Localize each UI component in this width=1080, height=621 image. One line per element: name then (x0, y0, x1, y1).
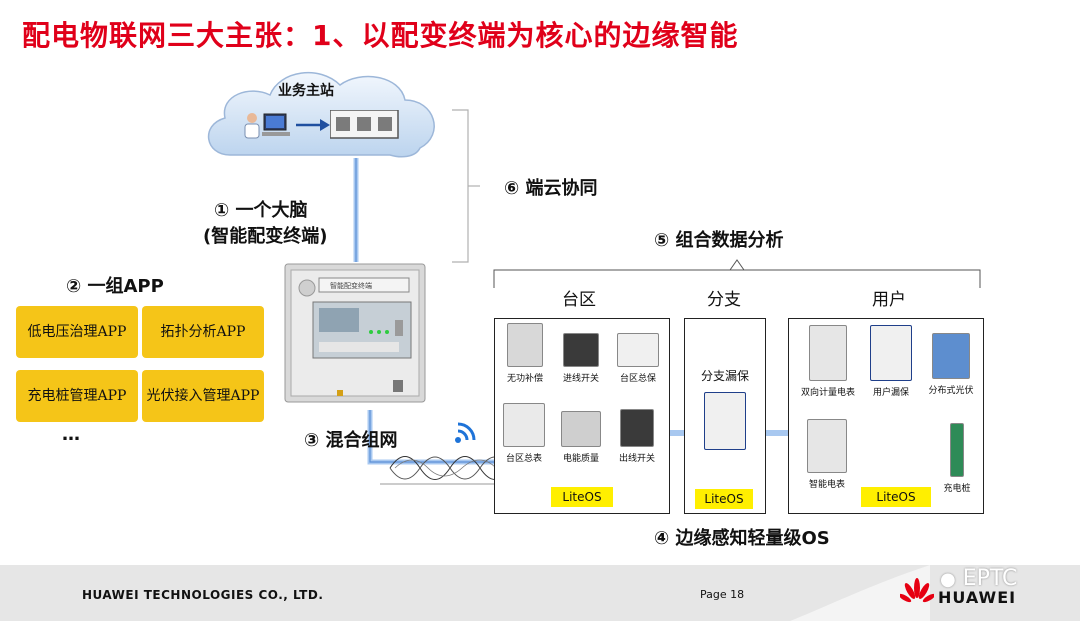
huawei-brand: HUAWEI (938, 588, 1017, 607)
device-charging-pile: 充电桩 (937, 423, 977, 494)
liteos-badge-fenzhi: LiteOS (695, 489, 753, 509)
panel-fenzhi: 分支漏保 LiteOS (684, 318, 766, 514)
device-outgoing-switch: 出线开关 (613, 409, 661, 464)
wechat-icon: ● (940, 569, 956, 590)
footer-swoosh (790, 565, 930, 621)
liteos-badge-yonghu: LiteOS (861, 487, 931, 507)
operator-icon (244, 113, 290, 139)
panel-yonghu: 双向计量电表 用户漏保 分布式光伏 智能电表 充电桩 LiteOS (788, 318, 984, 514)
app-topology[interactable]: 拓扑分析APP (142, 306, 264, 358)
cloud-sync-label: ⑥ 端云协同 (504, 178, 598, 199)
watermark: ● EPTC (940, 566, 1018, 591)
device-area-protector: 台区总保 (613, 333, 663, 384)
panel-taiqu: 无功补偿 进线开关 台区总保 台区总表 电能质量 出线开关 LiteOS (494, 318, 670, 514)
page-title: 配电物联网三大主张：1、以配变终端为核心的边缘智能 (22, 19, 739, 52)
device-power-quality: 电能质量 (557, 411, 605, 464)
page-number: Page 18 (700, 588, 745, 601)
device-distributed-pv: 分布式光伏 (921, 333, 981, 396)
arrow-right-icon (296, 119, 330, 131)
device-incoming-switch: 进线开关 (557, 333, 605, 384)
footer-company: HUAWEI TECHNOLOGIES CO., LTD. (82, 588, 324, 602)
device-area-meter: 台区总表 (499, 403, 549, 464)
huawei-logo-icon (900, 578, 934, 603)
app-charging[interactable]: 充电桩管理APP (16, 370, 138, 422)
app-pv-access[interactable]: 光伏接入管理APP (142, 370, 264, 422)
terminal-device-icon (284, 263, 426, 403)
hybrid-network-label: ③ 混合组网 (304, 430, 398, 451)
brain-sublabel: (智能配变终端) (203, 226, 328, 247)
app-group-label: ② 一组APP (66, 276, 164, 297)
device-user-protector: 用户漏保 (863, 325, 919, 398)
section-yonghu: 用户 (872, 290, 906, 310)
device-bidirectional-meter: 双向计量电表 (795, 325, 861, 398)
apps-more: … (62, 424, 80, 445)
wifi-icon (455, 422, 476, 443)
server-icon (330, 110, 399, 139)
combined-analysis-label: ⑤ 组合数据分析 (654, 230, 784, 251)
device-reactive-comp: 无功补偿 (501, 323, 549, 384)
section-taiqu: 台区 (562, 290, 596, 310)
cloud-label: 业务主站 (278, 83, 334, 99)
edge-os-label: ④ 边缘感知轻量级OS (654, 528, 830, 549)
section-fenzhi: 分支 (707, 290, 741, 310)
brain-label: ① 一个大脑 (214, 200, 308, 221)
device-smart-meter: 智能电表 (797, 419, 857, 490)
app-low-voltage[interactable]: 低电压治理APP (16, 306, 138, 358)
terminal-screen-text: 智能配变终端 (330, 282, 372, 290)
liteos-badge-taiqu: LiteOS (551, 487, 613, 507)
device-branch-protector: 分支漏保 (685, 367, 765, 454)
